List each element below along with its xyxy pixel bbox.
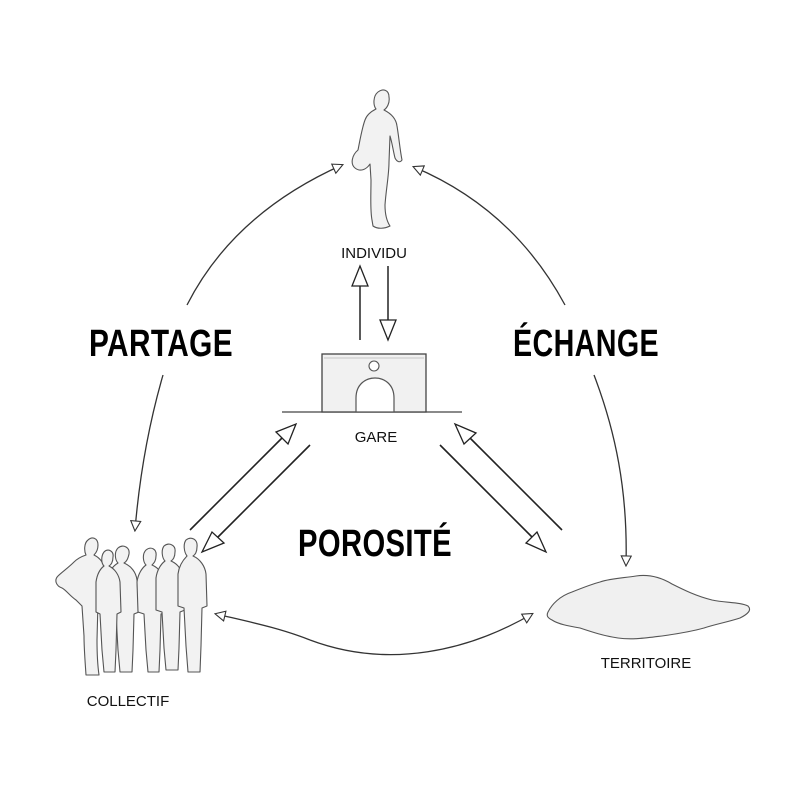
label-gare: GARE <box>355 429 398 446</box>
label-territoire: TERRITOIRE <box>601 655 692 672</box>
person-icon <box>351 89 403 229</box>
label-individu: INDIVIDU <box>341 245 407 262</box>
station-icon <box>282 353 462 413</box>
arrow-partage-to-collectif <box>135 374 164 530</box>
arrow-echange-to-individu <box>414 167 566 306</box>
arrows-gare-collectif <box>189 422 311 554</box>
label-echange: ÉCHANGE <box>513 321 659 365</box>
arrow-echange-to-territoire <box>593 374 626 565</box>
arrow-partage-to-individu <box>186 165 342 306</box>
arrow-to-collectif <box>216 614 311 641</box>
arrows-gare-territoire <box>439 422 563 554</box>
label-collectif: COLLECTIF <box>87 693 170 710</box>
group-icon <box>55 537 208 676</box>
label-partage: PARTAGE <box>89 323 233 365</box>
label-porosite: POROSITÉ <box>298 521 452 565</box>
arrow-to-territoire <box>309 614 532 656</box>
arrows-gare-individu <box>351 264 397 342</box>
landmass-icon <box>546 574 751 640</box>
